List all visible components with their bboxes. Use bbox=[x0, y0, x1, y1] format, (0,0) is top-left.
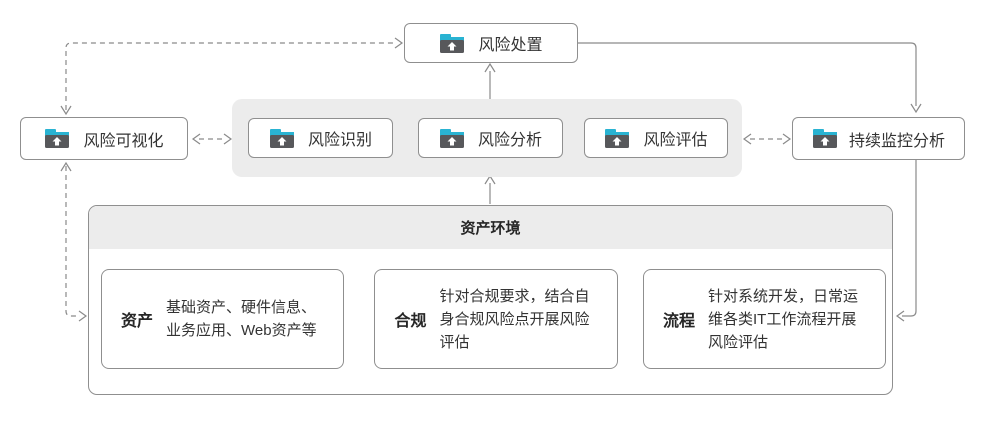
arrowhead-up bbox=[484, 174, 496, 185]
node-label: 风险分析 bbox=[477, 132, 542, 149]
asset-box-desc: 针对系统开发，日常运维各类IT工作流程开展风险评估 bbox=[708, 287, 859, 351]
node-label: 风险识别 bbox=[307, 132, 372, 149]
node-label: 风险评估 bbox=[643, 132, 708, 149]
dashed-visualization-disposal bbox=[65, 42, 396, 110]
arrowhead-right bbox=[78, 310, 88, 322]
panel-title: 资产环境 bbox=[460, 220, 521, 237]
asset-box-compliance: 合规 针对合规要求，结合自身合规风险点开展风险评估 bbox=[374, 269, 618, 369]
node-risk-disposal: 风险处置 bbox=[404, 23, 578, 63]
node-risk-analysis: 风险分析 bbox=[418, 118, 563, 158]
arrowhead-left bbox=[191, 133, 201, 145]
node-label: 风险可视化 bbox=[83, 132, 164, 150]
dashed-visualization-assets bbox=[65, 166, 80, 317]
folder-upload-icon bbox=[812, 128, 838, 149]
asset-box-desc: 针对合规要求，结合自身合规风险点开展风险评估 bbox=[439, 287, 590, 351]
line-monitoring-to-assets bbox=[902, 160, 917, 317]
node-label: 风险处置 bbox=[478, 37, 543, 54]
arrowhead-up bbox=[484, 62, 496, 73]
node-risk-evaluation: 风险评估 bbox=[584, 118, 728, 158]
arrowhead-down bbox=[60, 105, 72, 116]
asset-box-label: 合规 bbox=[394, 313, 427, 330]
node-risk-visualization: 风险可视化 bbox=[20, 117, 188, 160]
asset-box-assets: 资产 基础资产、硬件信息、业务应用、Web资产等 bbox=[101, 269, 344, 369]
asset-box-desc: 基础资产、硬件信息、业务应用、Web资产等 bbox=[166, 299, 317, 339]
asset-box-process: 流程 针对系统开发，日常运维各类IT工作流程开展风险评估 bbox=[643, 269, 886, 369]
node-risk-identification: 风险识别 bbox=[248, 118, 393, 158]
line-disposal-to-monitoring bbox=[578, 42, 917, 106]
asset-environment-panel: 资产环境 资产 基础资产、硬件信息、业务应用、Web资产等 合规 针对合规要求，… bbox=[88, 205, 893, 395]
folder-upload-icon bbox=[604, 128, 630, 149]
folder-upload-icon bbox=[439, 33, 465, 54]
folder-upload-icon bbox=[44, 128, 70, 149]
asset-box-label: 资产 bbox=[120, 313, 153, 330]
arrowhead-down bbox=[910, 103, 922, 114]
arrowhead-up bbox=[60, 161, 72, 172]
asset-box-label: 流程 bbox=[662, 313, 695, 330]
node-continuous-monitoring: 持续监控分析 bbox=[792, 117, 965, 160]
folder-upload-icon bbox=[269, 128, 295, 149]
arrowhead-left bbox=[742, 133, 752, 145]
folder-upload-icon bbox=[439, 128, 465, 149]
node-label: 持续监控分析 bbox=[848, 132, 945, 150]
arrowhead-left bbox=[895, 310, 905, 322]
arrowhead-right bbox=[223, 133, 233, 145]
arrowhead-right bbox=[782, 133, 792, 145]
panel-header: 资产环境 bbox=[89, 206, 892, 249]
arrowhead-right bbox=[394, 37, 404, 49]
